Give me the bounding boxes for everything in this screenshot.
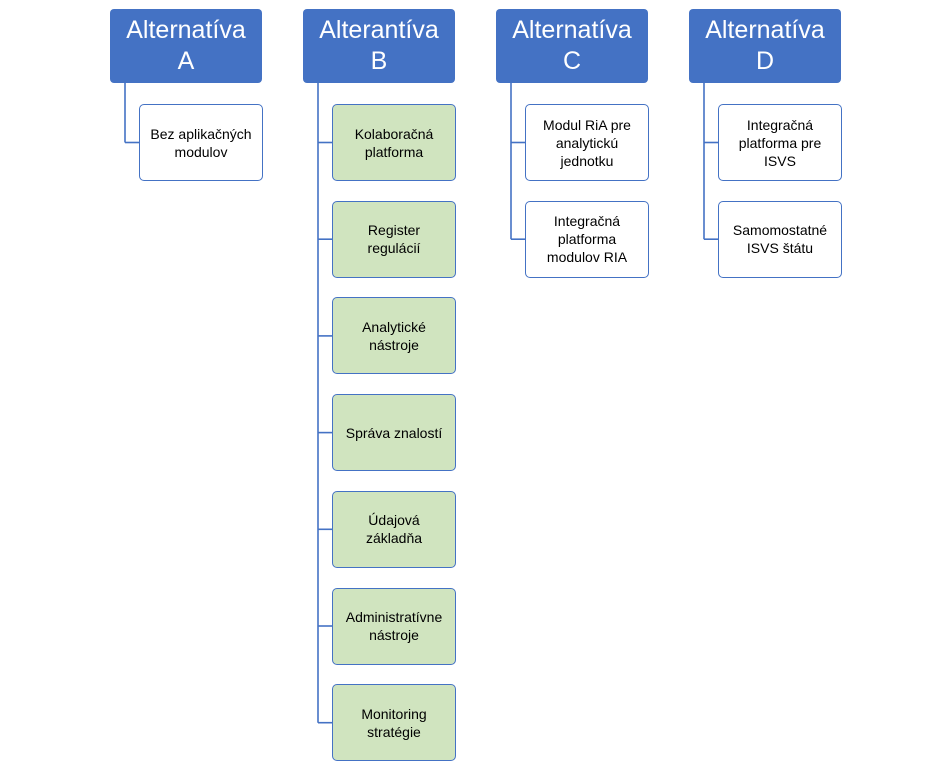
alternative-b-item-label: Administratívne nástroje [345, 609, 443, 643]
alternative-b-item-label: Analytické nástroje [362, 318, 426, 353]
alternative-c-item: Modul RiA pre analytickú jednotku [525, 104, 649, 181]
alternative-a-title: Alternatíva A [126, 16, 246, 75]
alternative-d-item-label: Integračná platforma pre ISVS [738, 116, 822, 169]
alternative-a-item-label: Bez aplikačných modulov [150, 125, 252, 160]
alternative-b-item: Administratívne nástroje [332, 587, 456, 665]
alternative-b-item-label: Správa znalostí [345, 424, 443, 441]
alternative-d-item: Samomostatné ISVS štátu [718, 200, 842, 278]
alternative-d-header: Alternatíva D [689, 9, 841, 83]
alternative-b-item: Kolaboračná platforma [332, 104, 456, 181]
alternative-b-item-label: Register regulácií [367, 222, 421, 257]
alternative-c-item-label: Modul RiA pre analytickú jednotku [543, 116, 631, 169]
alternative-c-header: Alternatíva C [496, 9, 648, 83]
alternative-d-item-label: Samomostatné ISVS štátu [732, 222, 828, 257]
alternative-b-item-label: Kolaboračná platforma [354, 125, 434, 160]
alternative-b-item: Monitoring stratégie [332, 684, 456, 761]
alternative-b-item: Analytické nástroje [332, 297, 456, 375]
alternative-b-item: Údajová základňa [332, 490, 456, 568]
alternative-d-item: Integračná platforma pre ISVS [718, 104, 842, 181]
alternative-c-item: Integračná platforma modulov RIA [525, 200, 649, 278]
alternative-a-item: Bez aplikačných modulov [139, 104, 263, 181]
alternative-b-item: Register regulácií [332, 200, 456, 278]
alternative-b-item-label: Údajová základňa [365, 512, 423, 547]
alternative-c-item-label: Integračná platforma modulov RIA [546, 213, 628, 266]
alternative-a-header: Alternatíva A [110, 9, 262, 83]
alternative-d-title: Alternatíva D [705, 16, 825, 75]
alternative-b-title: Alterantíva B [319, 16, 439, 75]
alternative-b-item: Správa znalostí [332, 394, 456, 472]
alternative-c-title: Alternatíva C [512, 16, 632, 75]
alternative-b-item-label: Monitoring stratégie [361, 705, 427, 740]
alternative-b-header: Alterantíva B [303, 9, 455, 83]
